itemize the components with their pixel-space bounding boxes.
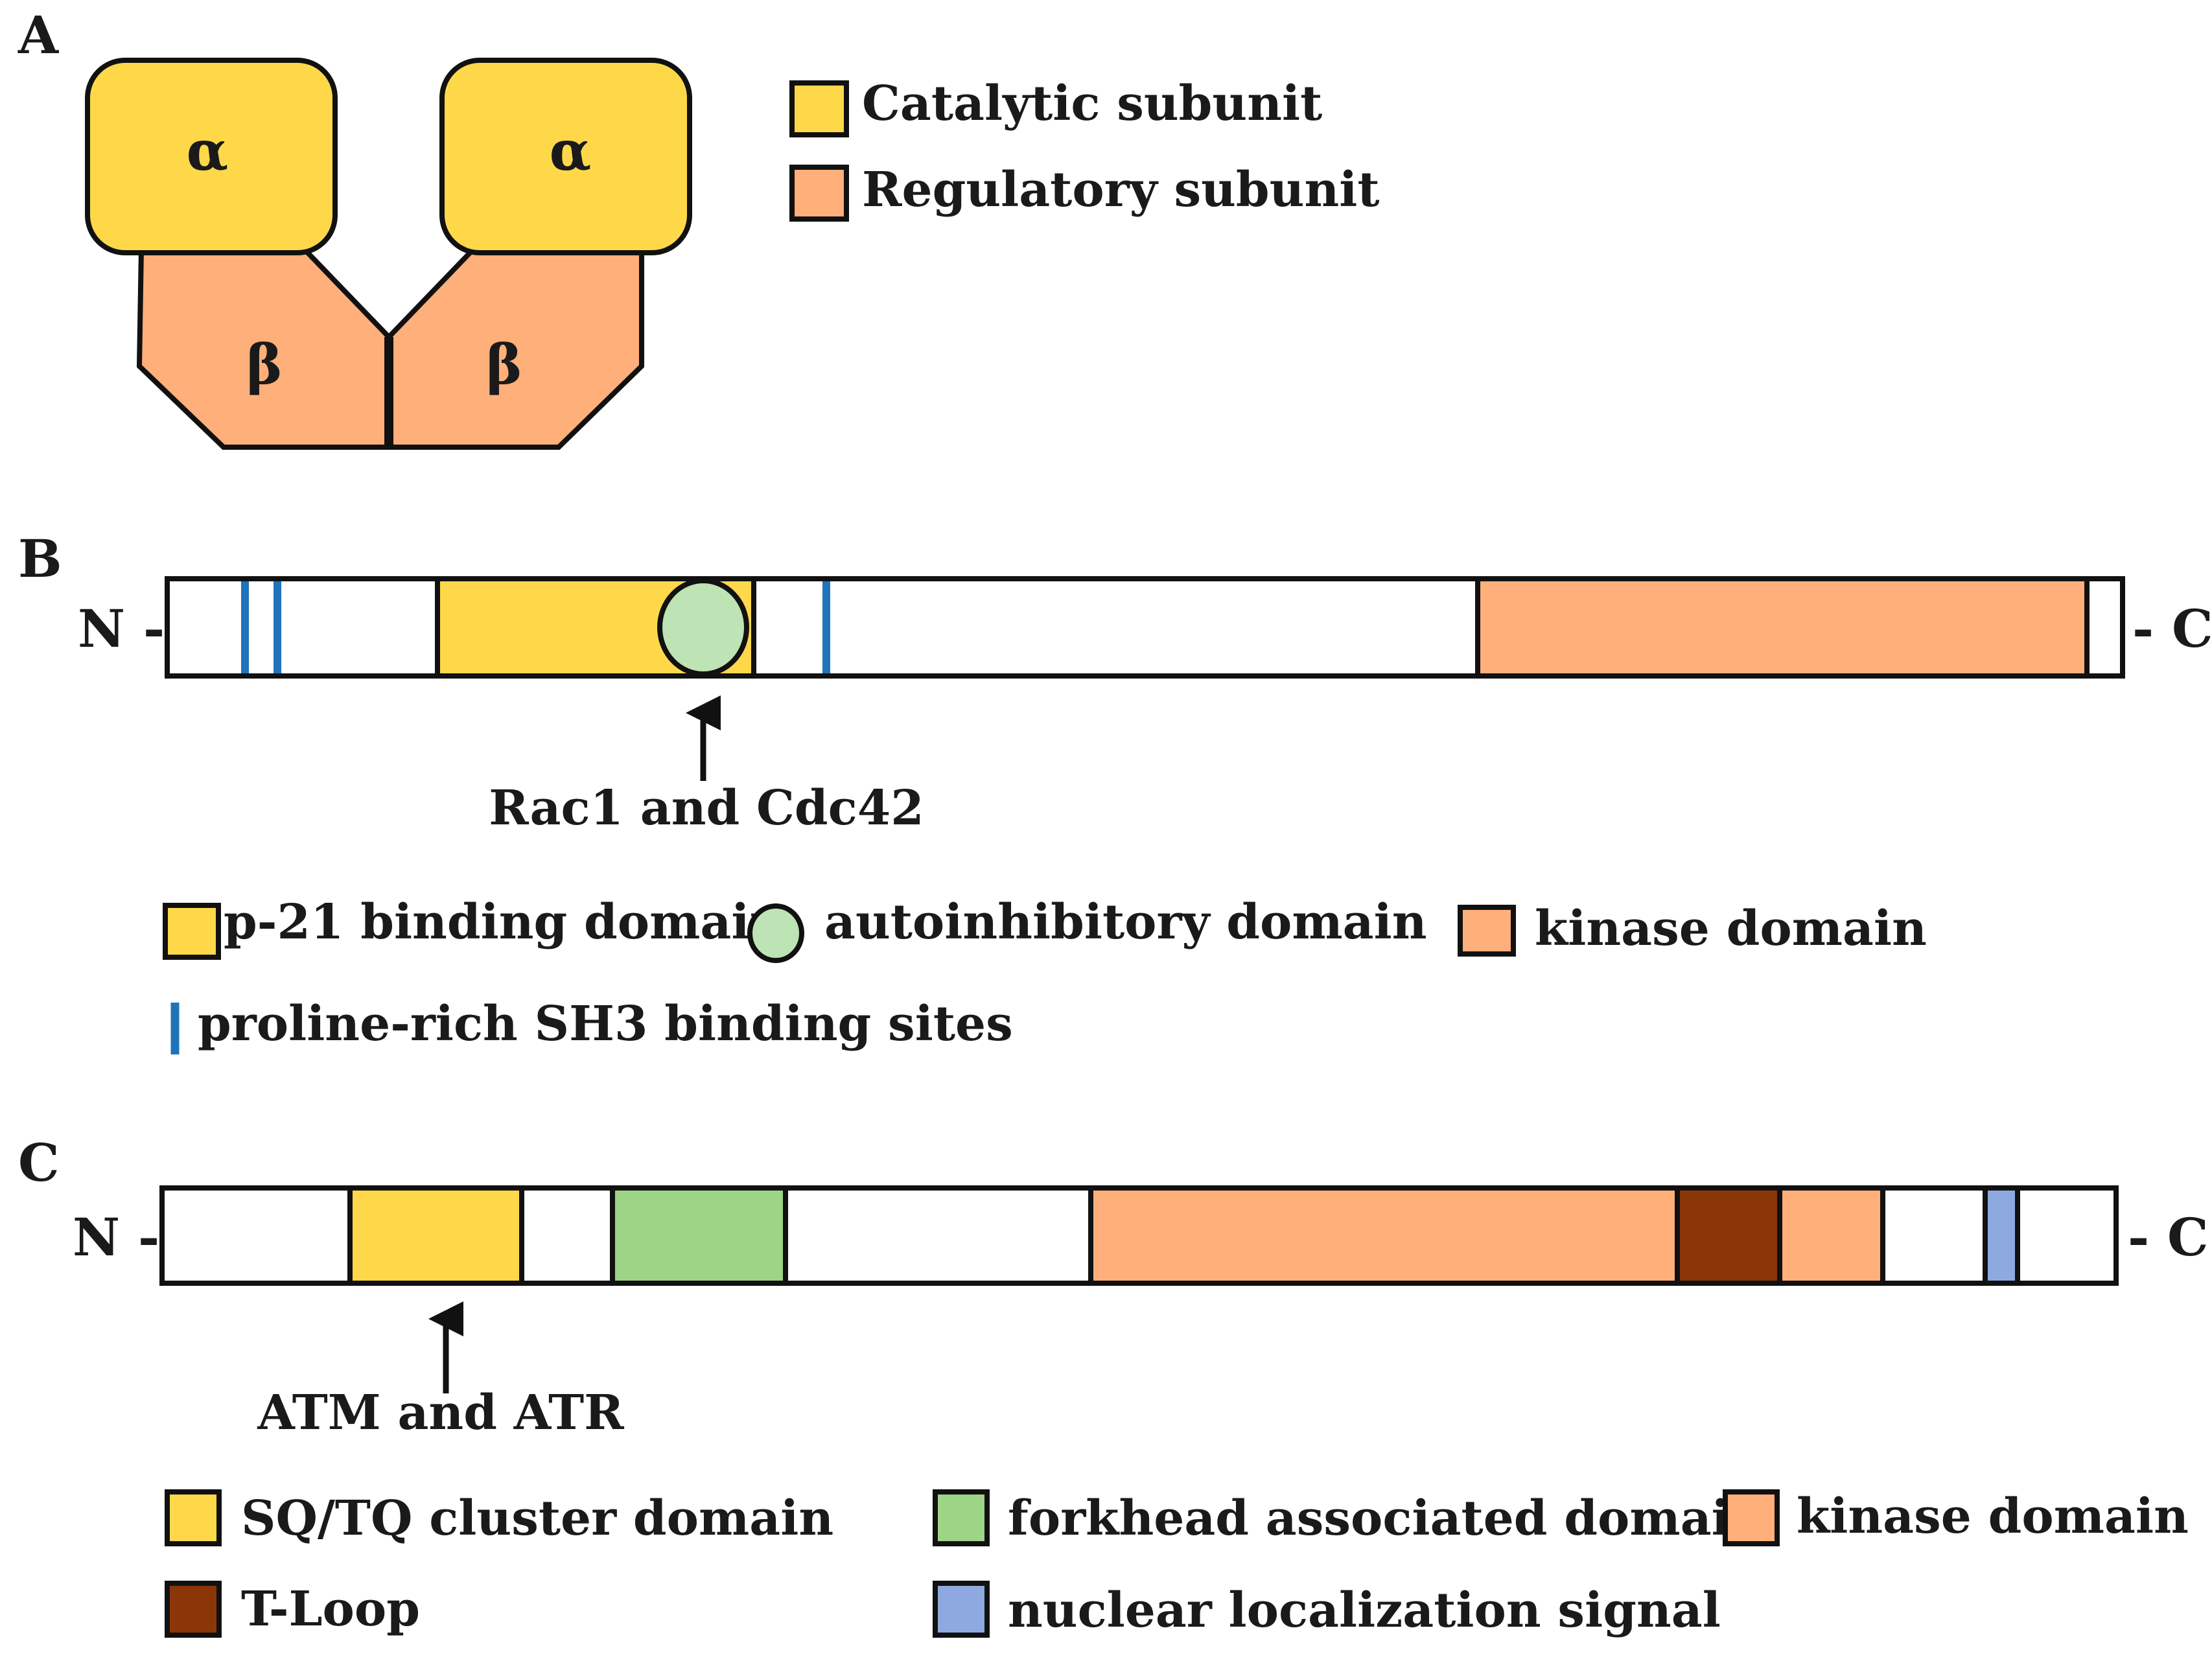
right-beta-symbol: β — [486, 332, 522, 397]
right-alpha-symbol: α — [550, 119, 592, 183]
legend-pak-kinase-label: kinase domain — [1535, 901, 1927, 957]
panel-a: A α α β β Catalytic subunit Regulatory s… — [17, 5, 1380, 450]
panel-a-label: A — [17, 5, 59, 65]
legend-sqtq-label: SQ/TQ cluster domain — [241, 1491, 833, 1546]
legend-regulatory-swatch — [789, 165, 849, 222]
panel-c-label: C — [18, 1132, 60, 1193]
legend-autoinhibitory-label: autoinhibitory domain — [824, 894, 1427, 950]
panel-c: C N - - C ATM and ATR SQ/TQ cluster doma… — [18, 1132, 2209, 1638]
legend-autoinhibitory-swatch — [747, 903, 804, 963]
legend-p21-label: p-21 binding domain — [224, 894, 784, 950]
t-loop — [1675, 1185, 1782, 1286]
left-beta-symbol: β — [246, 332, 283, 397]
forkhead-associated-domain — [610, 1185, 788, 1286]
pak-kinase-domain — [1475, 576, 2090, 679]
legend-nls-label: nuclear localization signal — [1008, 1583, 1721, 1638]
legend-catalytic-swatch — [789, 80, 849, 137]
panel-b: B N - - C Rac1 and Cdc42 p-21 binding do… — [18, 528, 2212, 1054]
legend-regulatory-label: Regulatory subunit — [862, 162, 1380, 218]
pak-n-terminal: N - — [78, 598, 165, 659]
atm-atr-label: ATM and ATR — [257, 1385, 624, 1441]
chk2-n-terminal: N - — [73, 1207, 159, 1268]
autoinhibitory-domain — [657, 578, 749, 677]
left-alpha-symbol: α — [187, 119, 229, 183]
legend-forkhead-swatch — [933, 1489, 990, 1546]
legend-tloop-swatch — [165, 1581, 222, 1638]
legend-catalytic-label: Catalytic subunit — [862, 76, 1322, 132]
legend-p21-swatch — [163, 903, 221, 960]
right-alpha-subunit — [439, 58, 692, 255]
legend-pak-kinase-swatch — [1458, 905, 1516, 957]
panel-b-label: B — [18, 528, 62, 589]
pak-c-terminal: - C — [2132, 598, 2212, 659]
left-alpha-subunit — [85, 58, 338, 255]
legend-nls-swatch — [933, 1581, 990, 1638]
sqtq-cluster-domain — [347, 1185, 524, 1286]
nuclear-localization-signal — [1983, 1185, 2020, 1286]
rac1-cdc42-label: Rac1 and Cdc42 — [489, 780, 924, 836]
legend-forkhead-label: forkhead associated domain — [1008, 1491, 1765, 1546]
legend-chk2-kinase-label: kinase domain — [1797, 1489, 2189, 1544]
legend-sqtq-swatch — [165, 1489, 222, 1546]
chk2-c-terminal: - C — [2128, 1207, 2209, 1268]
legend-proline-label: proline-rich SH3 binding sites — [198, 996, 1013, 1052]
legend-chk2-kinase-swatch — [1723, 1489, 1780, 1546]
legend-tloop-label: T-Loop — [241, 1581, 420, 1637]
